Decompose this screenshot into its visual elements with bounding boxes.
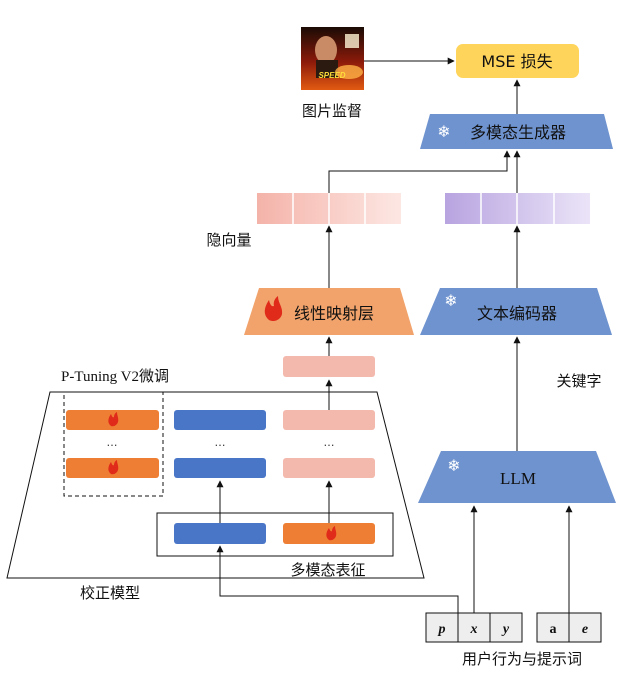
prompt-token: a <box>550 622 557 637</box>
input-block-blue <box>174 523 266 544</box>
ellipsis-prefix: … <box>107 436 118 449</box>
keywords-label: 关键字 <box>556 372 601 390</box>
behavior-token: y <box>501 622 510 637</box>
ellipsis-blue: … <box>215 436 226 449</box>
latent-vector-pink <box>257 193 401 224</box>
llm-label: LLM <box>500 469 536 488</box>
behavior-token: x <box>470 622 478 637</box>
p-tuning-label: P-Tuning V2微调 <box>61 368 169 385</box>
behavior-token-group: p x y <box>425 612 523 643</box>
hidden-block-blue-top <box>174 410 266 430</box>
hidden-block-blue-mid <box>174 458 266 478</box>
prefix-block-top <box>66 410 159 430</box>
latent-vector-label: 隐向量 <box>206 231 251 249</box>
poster-title-text: SPEED <box>318 71 345 80</box>
hidden-block-pink-output <box>283 356 375 377</box>
svg-text:❄: ❄ <box>447 456 460 475</box>
calibration-model-frame[interactable] <box>6 391 425 579</box>
ellipsis-pink: … <box>324 436 335 449</box>
p-tuning-dashed-box <box>63 391 164 497</box>
calibration-model-label: 校正模型 <box>80 584 140 602</box>
connector-pink-latent-to-generator <box>328 150 511 193</box>
image-supervision-label: 图片监督 <box>302 102 362 120</box>
text-encoder-label: 文本编码器 <box>477 304 557 323</box>
prefix-block-bottom <box>66 458 159 478</box>
multimodal-generator-label: 多模态生成器 <box>470 123 566 142</box>
linear-mapping-layer-label: 线性映射层 <box>294 304 374 323</box>
input-block-orange <box>283 523 375 544</box>
flame-icon <box>264 296 283 322</box>
multimodal-generator-block <box>420 114 613 149</box>
latent-vector-purple <box>445 193 590 224</box>
arrow-behavior-to-calibration <box>216 545 459 613</box>
prompt-token: e <box>582 622 588 637</box>
snowflake-icon: ❄ <box>444 291 457 310</box>
mse-loss-box <box>456 44 579 78</box>
movie-poster-image: SPEED <box>301 27 364 90</box>
linear-mapping-layer-block <box>244 288 414 335</box>
snowflake-icon: ❄ <box>447 456 460 475</box>
text-encoder-block <box>420 288 612 335</box>
user-behavior-prompt-label: 用户行为与提示词 <box>462 650 582 668</box>
svg-text:❄: ❄ <box>437 122 450 141</box>
multimodal-representation-box <box>156 512 394 557</box>
mse-loss-label: MSE 损失 <box>481 52 552 71</box>
snowflake-icon: ❄ <box>437 122 450 141</box>
prompt-token-group: a e <box>536 612 602 643</box>
hidden-block-pink-top <box>283 410 375 430</box>
svg-text:❄: ❄ <box>444 291 457 310</box>
llm-block <box>418 451 616 503</box>
behavior-token: p <box>438 622 446 637</box>
hidden-block-pink-mid <box>283 458 375 478</box>
multimodal-representation-label: 多模态表征 <box>290 561 365 579</box>
